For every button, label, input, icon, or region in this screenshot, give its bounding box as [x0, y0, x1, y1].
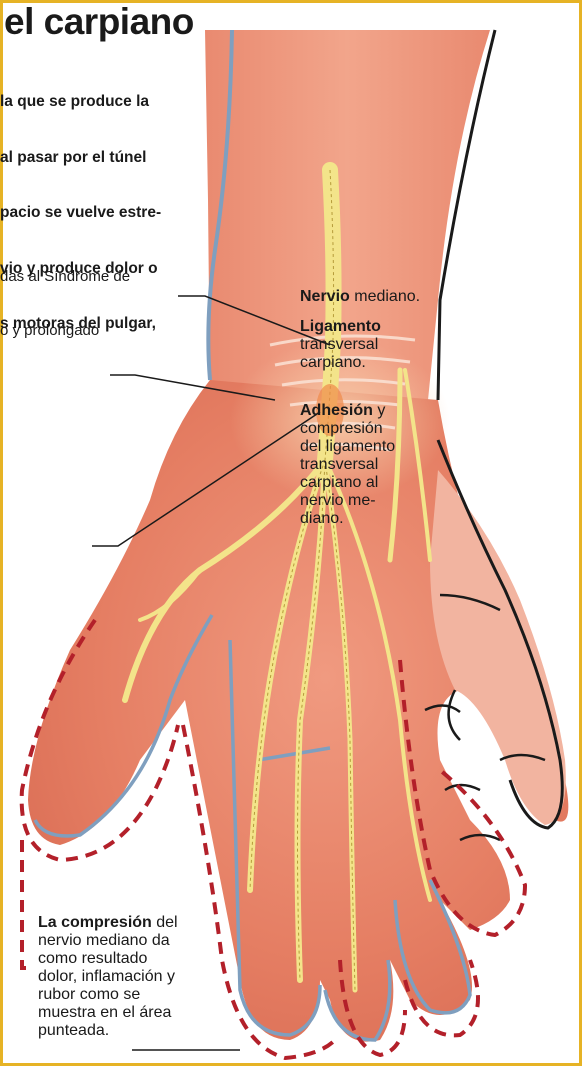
intro-line: pacio se vuelve estre- [0, 204, 161, 223]
label-ligamento: Ligamento transversal carpiano. [300, 318, 381, 372]
page-title: el carpiano [4, 0, 194, 44]
label-compresion: La compresión del nervio mediano da como… [38, 914, 178, 1040]
thumb [430, 470, 566, 825]
side-text: das al Síndrome de o y prolongado [0, 232, 130, 358]
label-nervio-mediano: Nervio mediano. [300, 288, 420, 306]
intro-line: la que se produce la [0, 93, 161, 112]
side-line: das al Síndrome de [0, 268, 130, 286]
intro-line: al pasar por el túnel [0, 149, 161, 168]
label-adhesion: Adhesión y compresión del ligamento tran… [300, 402, 395, 528]
side-line: o y prolongado [0, 322, 130, 340]
